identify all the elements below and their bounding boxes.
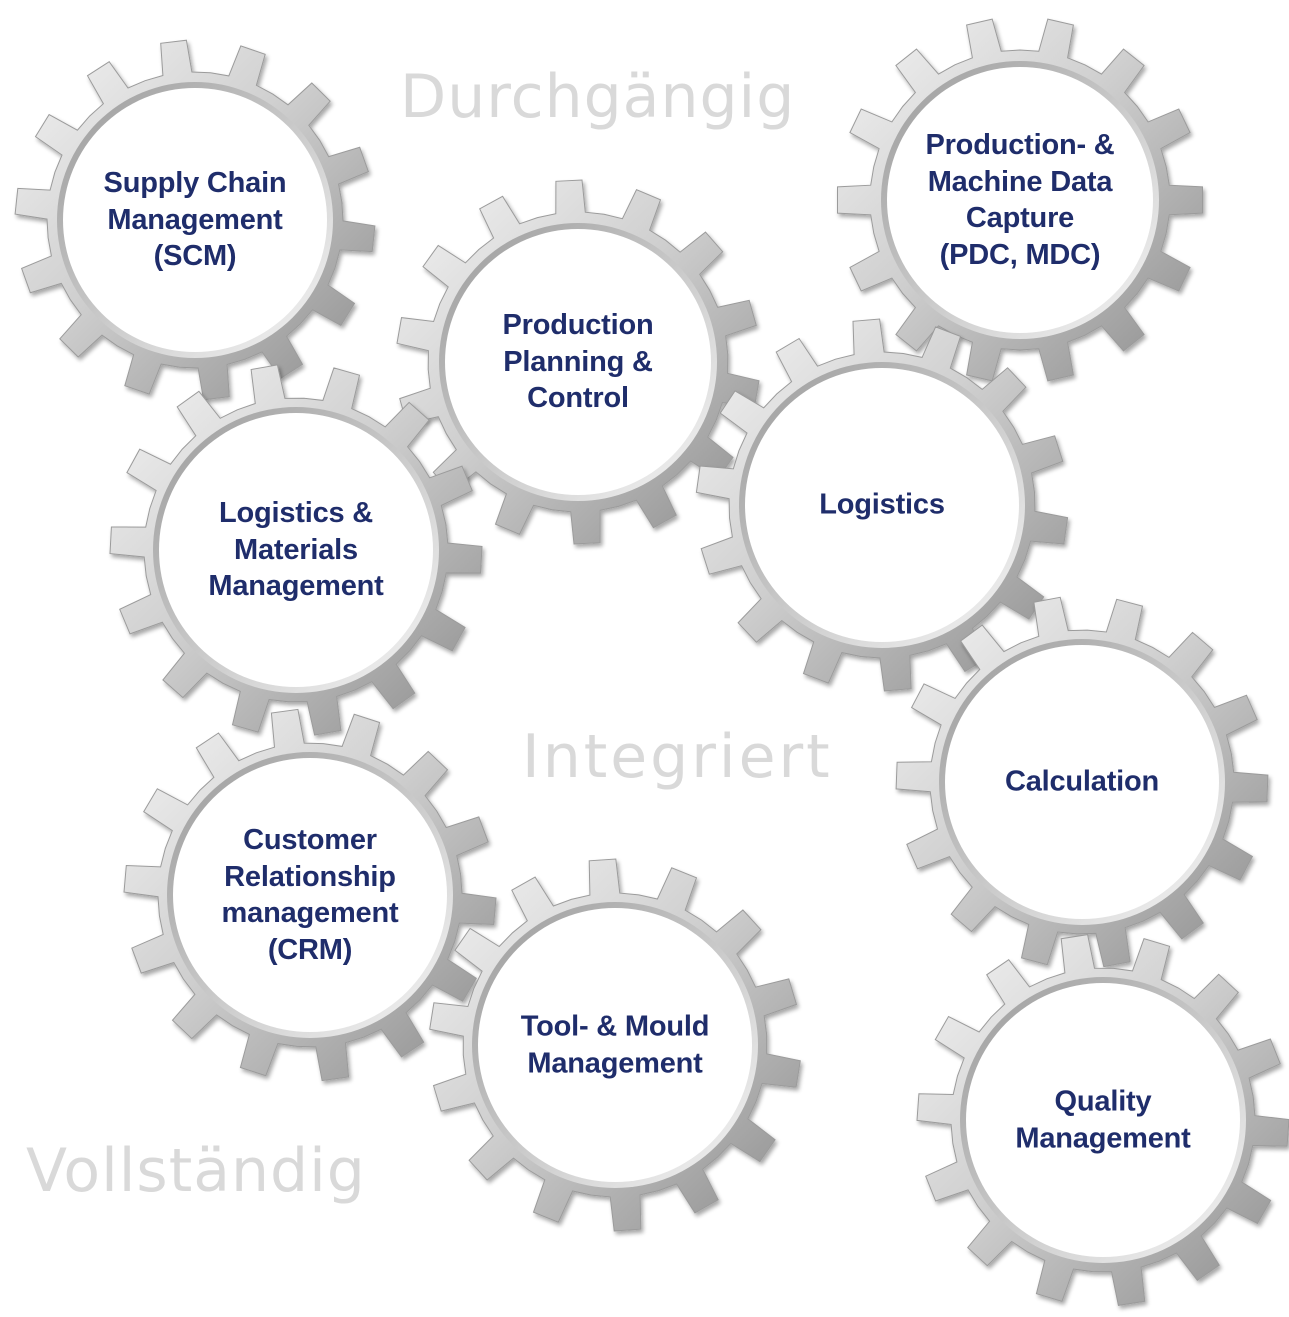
gear-label-line: Quality bbox=[1054, 1085, 1152, 1118]
gear-scm bbox=[14, 39, 376, 401]
gear-label-line: Control bbox=[527, 382, 629, 415]
watermark-durchgaengig: Durchgängig bbox=[400, 62, 796, 132]
gear-lmm bbox=[109, 364, 483, 736]
gear-hub bbox=[478, 908, 752, 1182]
gear-label-line: Planning & bbox=[503, 345, 653, 378]
gear-label-line: Tool- & Mould bbox=[520, 1010, 710, 1043]
gear-label-line: management bbox=[221, 897, 399, 929]
gear-label-calc: Calculation bbox=[1005, 764, 1159, 801]
gear-label-line: Production bbox=[502, 309, 654, 342]
gear-hub bbox=[445, 229, 711, 495]
gear-hub bbox=[945, 645, 1219, 919]
gear-label-line: Capture bbox=[965, 202, 1075, 234]
gear-log bbox=[695, 318, 1069, 692]
gear-hub bbox=[966, 983, 1240, 1257]
gear-label-line: Management bbox=[527, 1047, 703, 1079]
watermark-vollstaendig: Vollständig bbox=[26, 1136, 366, 1206]
gear-label-line: (PDC, MDC) bbox=[939, 238, 1101, 271]
gear-label-line: Machine Data bbox=[927, 165, 1113, 198]
gear-label-line: Customer bbox=[243, 823, 377, 856]
gear-label-line: Supply Chain bbox=[103, 167, 287, 200]
gear-label-line: Management bbox=[208, 570, 384, 603]
gear-label-line: Logistics & bbox=[218, 497, 374, 530]
gear-label-line: Management bbox=[1015, 1122, 1191, 1154]
gear-calc bbox=[895, 596, 1269, 968]
gear-label-line: (CRM) bbox=[267, 933, 353, 966]
gear-hub bbox=[159, 413, 433, 687]
gear-label-line: Logistics bbox=[819, 488, 945, 521]
gear-qm bbox=[916, 934, 1289, 1306]
gear-label-line: Management bbox=[107, 203, 283, 236]
gear-hub bbox=[173, 758, 447, 1032]
gear-label-line: Relationship bbox=[224, 860, 396, 893]
gear-hub bbox=[63, 88, 327, 352]
gear-hub bbox=[745, 368, 1019, 642]
gear-label-log: Logistics bbox=[819, 487, 945, 524]
gear-label-line: Production- & bbox=[925, 128, 1115, 161]
gear-label-line: Calculation bbox=[1004, 765, 1160, 798]
gear-pdc bbox=[837, 18, 1203, 382]
gear-crm bbox=[123, 708, 497, 1082]
watermark-integriert: Integriert bbox=[522, 722, 833, 792]
gear-hub bbox=[887, 67, 1153, 333]
gear-tool bbox=[429, 858, 801, 1232]
gear-ppc bbox=[396, 179, 760, 545]
gear-label-line: (SCM) bbox=[153, 240, 237, 273]
gear-label-line: Materials bbox=[234, 533, 358, 566]
